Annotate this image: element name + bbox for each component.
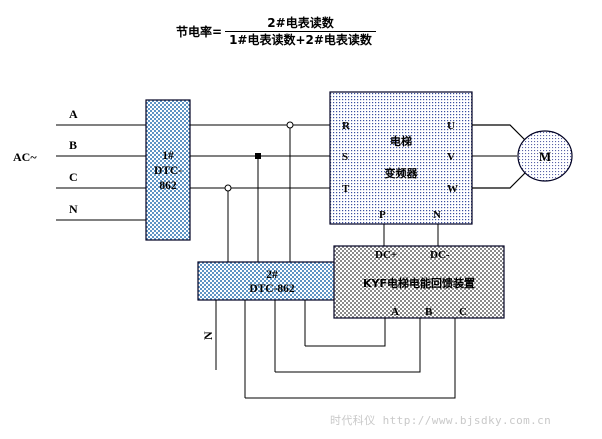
label-terminal-p: P xyxy=(379,209,386,221)
formula-fraction: 2#电表读数 1#电表读数+2#电表读数 xyxy=(225,16,376,47)
meter2-output-lines xyxy=(215,300,306,398)
label-feedback-terminal-a: A xyxy=(391,306,399,318)
meter1-box xyxy=(145,99,191,241)
motor-label: M xyxy=(539,149,551,164)
label-terminal-v: V xyxy=(447,151,455,163)
watermark-url: http://www.bjsdky.com.cn xyxy=(382,414,552,427)
label-line-n: N xyxy=(69,202,78,216)
feedback-unit-box xyxy=(333,245,505,319)
dc-bus-lines xyxy=(383,224,439,246)
label-line-b: B xyxy=(69,138,77,152)
meter2-title-line1: 2# xyxy=(266,269,278,281)
label-feedback-terminal-c: C xyxy=(459,306,467,318)
formula-numerator: 2#电表读数 xyxy=(267,16,334,30)
meter1-title-line1: 1# xyxy=(162,150,174,162)
formula-left-hand-side: 节电率= xyxy=(176,25,223,40)
label-terminal-n: N xyxy=(433,209,441,221)
label-terminal-w: W xyxy=(447,183,458,195)
label-terminal-u: U xyxy=(447,120,455,132)
junction-dot-b xyxy=(255,153,261,159)
incoming-ac-lines xyxy=(56,124,146,221)
label-terminal-dc-plus: DC+ xyxy=(375,249,397,261)
motor-symbol xyxy=(517,130,573,182)
label-feedback-terminal-b: B xyxy=(425,306,433,318)
return-path-c xyxy=(245,318,456,399)
junction-dot-a xyxy=(286,121,294,129)
label-terminal-r: R xyxy=(342,120,351,132)
feedback-return-wiring xyxy=(245,318,456,399)
meter1-title-line2: DTC- xyxy=(154,165,182,177)
label-line-a: A xyxy=(69,107,78,121)
meter2-tap-lines xyxy=(224,121,294,262)
energy-saving-rate-formula: 节电率= 2#电表读数 1#电表读数+2#电表读数 xyxy=(176,16,376,47)
meter2-title-line2: DTC-862 xyxy=(249,283,295,295)
return-path-b xyxy=(275,318,421,373)
label-terminal-t: T xyxy=(342,183,350,195)
watermark: 时代科仪 http://www.bjsdky.com.cn xyxy=(330,412,551,428)
label-ac-source: AC~ xyxy=(13,150,37,164)
watermark-company: 时代科仪 xyxy=(330,414,376,427)
inverter-title-line1: 电梯 xyxy=(390,134,412,148)
box-titles: 1# DTC- 862 2# DTC-862 电梯 变频器 KYF电梯电能回馈装… xyxy=(154,134,551,295)
inverter-title-line2: 变频器 xyxy=(385,166,419,180)
motor-lead-u xyxy=(472,124,528,143)
inverter-box xyxy=(329,91,473,225)
junction-dot-c xyxy=(224,184,232,192)
feedback-unit-title: KYF电梯电能回馈装置 xyxy=(363,276,475,290)
label-neutral-branch: N xyxy=(201,331,215,340)
formula-denominator: 1#电表读数+2#电表读数 xyxy=(225,31,376,47)
terminal-labels: AC~ A B C N R S T U V W P N DC+ DC- A B … xyxy=(13,107,467,340)
label-terminal-dc-minus: DC- xyxy=(430,249,450,261)
motor-lead-w xyxy=(472,170,528,189)
meter1-title-line3: 862 xyxy=(159,180,177,192)
label-terminal-s: S xyxy=(342,151,348,163)
inverter-to-motor-lines xyxy=(472,124,528,189)
return-path-a xyxy=(305,318,386,347)
label-line-c: C xyxy=(69,170,78,184)
